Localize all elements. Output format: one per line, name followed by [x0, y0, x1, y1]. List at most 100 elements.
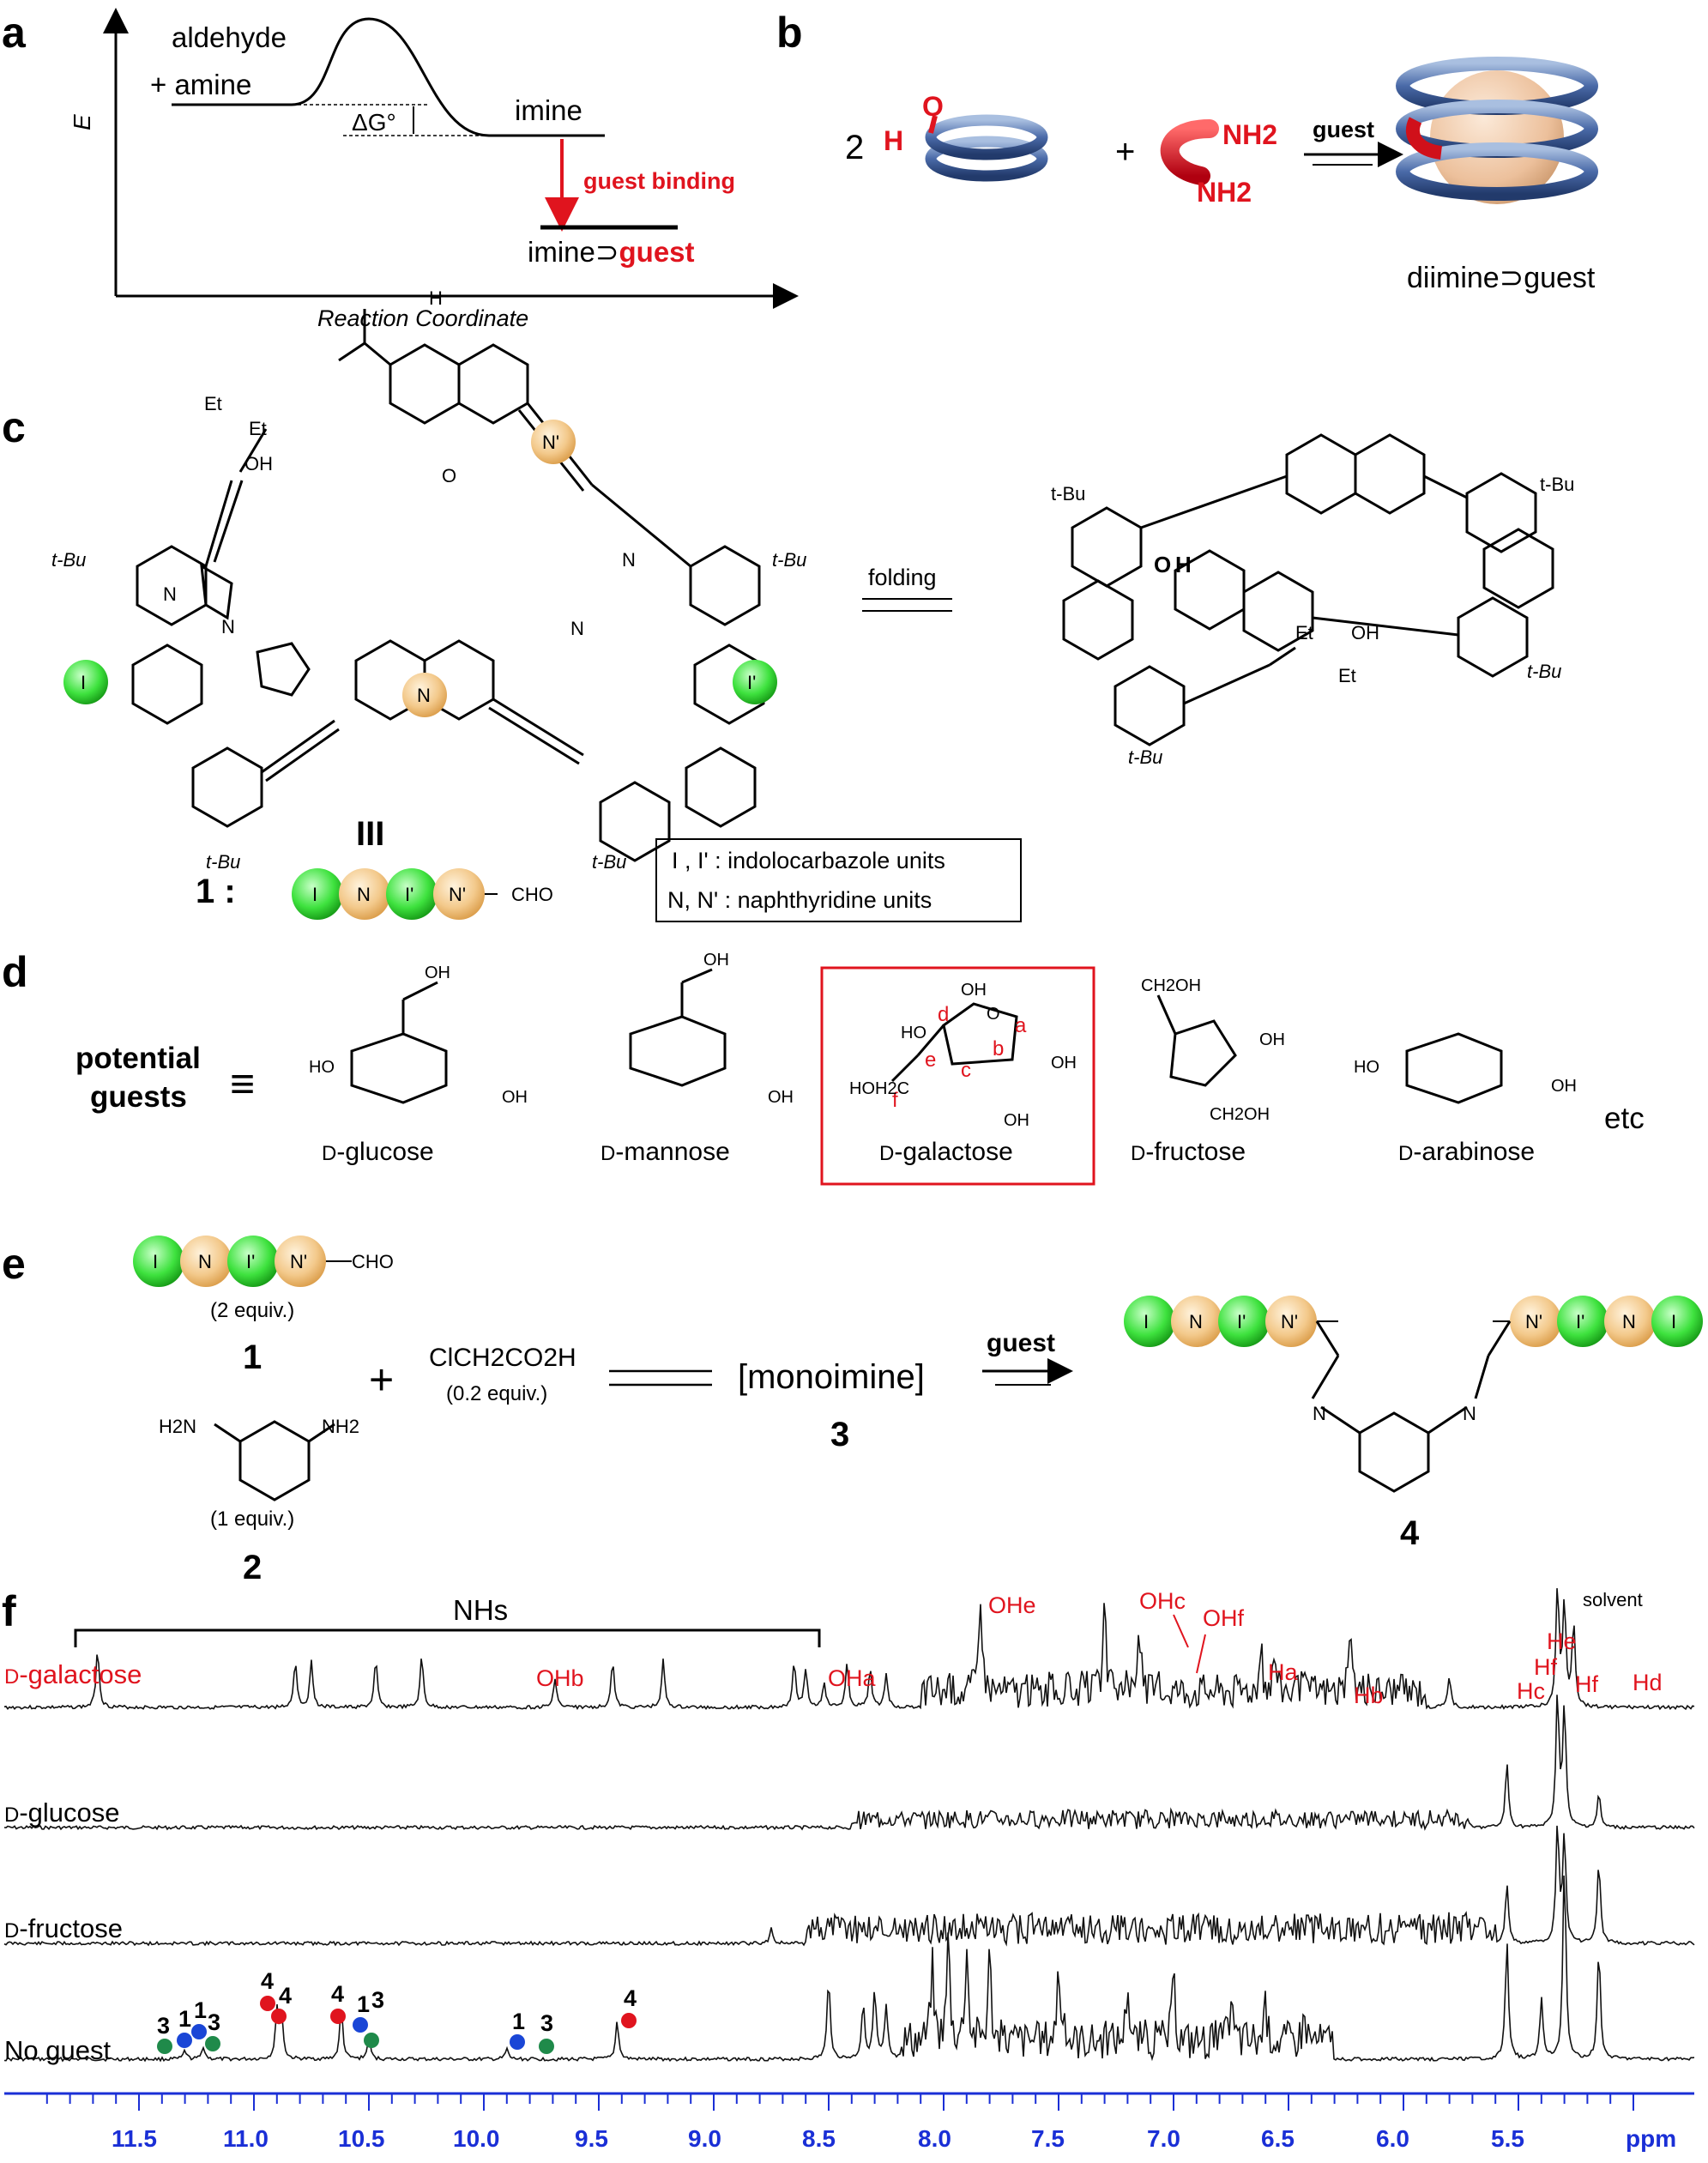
marker-1b-label: 1	[194, 1997, 207, 2023]
folded-structure	[1062, 433, 1554, 746]
oh-1: OH	[244, 453, 273, 474]
spectrum-trace-3	[3, 1875, 1695, 2063]
ann-OHf: OHf	[1203, 1605, 1245, 1631]
folded-h: H	[1175, 552, 1192, 577]
folded-et-2: Et	[1338, 665, 1356, 686]
y-axis-label: E	[69, 114, 95, 130]
tick-7.5: 7.5	[1031, 2125, 1065, 2152]
p4-u1: I	[1144, 1311, 1149, 1332]
p4-u2: N	[1189, 1311, 1203, 1332]
fru-ch2oh-bottom: CH2OH	[1210, 1105, 1270, 1124]
tick-6.0: 6.0	[1376, 2125, 1409, 2152]
coefficient: 2	[845, 129, 864, 166]
scheme-u3: I'	[405, 884, 413, 905]
marker-4c	[330, 2009, 346, 2024]
glucose-structure	[350, 981, 448, 1104]
reactants-line2: + amine	[150, 69, 251, 100]
panel-f: f NHs solvent D-galactose D-glucose D-fr…	[2, 1587, 1695, 2152]
panel-d-label: d	[2, 948, 28, 996]
panel-e-label: e	[2, 1240, 26, 1288]
r2-h2n: H2N	[159, 1416, 196, 1437]
marker-1b	[191, 2024, 207, 2039]
et-2: Et	[249, 418, 267, 439]
reagent-1-scheme: I N I' N' CHO	[133, 1236, 394, 1287]
trace-label-noguest: No guest	[4, 2035, 111, 2065]
nhs-label: NHs	[453, 1594, 508, 1626]
tick-10.5: 10.5	[338, 2125, 385, 2152]
panel-a: a E Reaction Coordinate aldehyde + amine…	[2, 8, 799, 331]
marker-3b	[205, 2036, 220, 2051]
plus-b: +	[1115, 133, 1135, 171]
gal-pos-d: d	[938, 1003, 949, 1026]
tick-7.0: 7.0	[1147, 2125, 1180, 2152]
guest-label-e: guest	[987, 1329, 1055, 1357]
catalyst-equiv: (0.2 equiv.)	[446, 1382, 547, 1405]
ppm-unit: ppm	[1626, 2125, 1676, 2152]
trace-label-glucose: D-glucose	[4, 1797, 120, 1828]
et-1: Et	[204, 393, 222, 414]
p4-n1: N	[1313, 1403, 1326, 1424]
spectra-traces	[3, 1588, 1695, 2063]
gal-pos-f: f	[892, 1089, 898, 1112]
nh-2: N	[221, 616, 235, 637]
gal-hoh2c: HOH2C	[849, 1079, 909, 1098]
p4-u3: I'	[1237, 1311, 1246, 1332]
p4-n2: N	[1463, 1403, 1476, 1424]
tbu-1: t-Bu	[51, 549, 86, 571]
unit-N-label: N	[417, 685, 431, 706]
aldehyde-O: O	[922, 91, 944, 122]
gal-oh-right: OH	[1051, 1054, 1077, 1072]
ann-He: He	[1547, 1628, 1577, 1654]
marker-3a	[157, 2039, 172, 2054]
ann-line-OHc	[1173, 1614, 1189, 1648]
solvent-label: solvent	[1583, 1589, 1643, 1610]
diamine-fragment: NH2 NH2	[1160, 119, 1277, 208]
marker-1d-label: 1	[512, 2009, 525, 2034]
reagent2-number: 2	[243, 1549, 262, 1586]
sugar-galactose: D-galactose	[879, 1138, 1013, 1166]
energy-profile	[172, 17, 605, 137]
man-oh-right: OH	[768, 1088, 794, 1107]
ppm-tick-labels: 11.5 11.0 10.5 10.0 9.5 9.0 8.5 8.0 7.5 …	[112, 2125, 1676, 2152]
marker-1a-label: 1	[178, 2006, 191, 2032]
reagent2-equiv: (1 equiv.)	[210, 1507, 294, 1531]
ann-OHc: OHc	[1139, 1588, 1186, 1614]
tick-8.5: 8.5	[802, 2125, 836, 2152]
scheme-u4: N'	[449, 884, 466, 905]
legend-line1: I , I' : indolocarbazole units	[672, 848, 945, 873]
unit-N	[402, 673, 447, 717]
compound-1-structure	[131, 309, 765, 862]
sugar-arabinose: D-arabinose	[1398, 1138, 1535, 1166]
marker-1c	[353, 2017, 368, 2033]
folded-o: O	[1154, 552, 1171, 577]
tbu-3: t-Bu	[206, 851, 240, 873]
panel-b-label: b	[776, 9, 803, 57]
marker-1a	[177, 2033, 192, 2048]
marker-3a-label: 3	[157, 2013, 170, 2039]
x-axis-label: Reaction Coordinate	[317, 305, 528, 331]
marker-3b-label: 3	[208, 2009, 220, 2035]
galactose-highlight-box	[820, 966, 1095, 1186]
folding-label: folding	[868, 565, 937, 590]
sugar-names: D-glucose D-mannose D-galactose D-fructo…	[322, 1138, 1535, 1166]
product-imine: imine	[515, 94, 582, 126]
unit-Ip	[733, 660, 777, 704]
p4-u4: N'	[1281, 1311, 1298, 1332]
catalyst: ClCH2CO2H	[429, 1344, 576, 1372]
gal-ho: HO	[901, 1024, 926, 1042]
intermediate-number: 3	[830, 1416, 849, 1453]
trace-label-galactose: D-galactose	[4, 1659, 142, 1689]
tick-9.0: 9.0	[688, 2125, 721, 2152]
r1-u1: I	[153, 1251, 158, 1272]
spectrum-trace-2	[3, 1825, 1695, 1947]
product-diimine: diimine⊃guest	[1407, 262, 1596, 294]
unit-Ip-label: I'	[747, 672, 756, 693]
panel-a-label: a	[2, 9, 27, 57]
guest-arrow-label: guest	[1313, 117, 1374, 142]
gal-pos-b: b	[993, 1037, 1004, 1060]
marker-3c-label: 3	[371, 1987, 384, 2013]
potential-guests-1: potential	[75, 1042, 201, 1075]
arabinose-structure	[1405, 1032, 1503, 1104]
gal-pos-c: c	[961, 1059, 971, 1082]
aldehyde-H: H	[884, 125, 903, 156]
